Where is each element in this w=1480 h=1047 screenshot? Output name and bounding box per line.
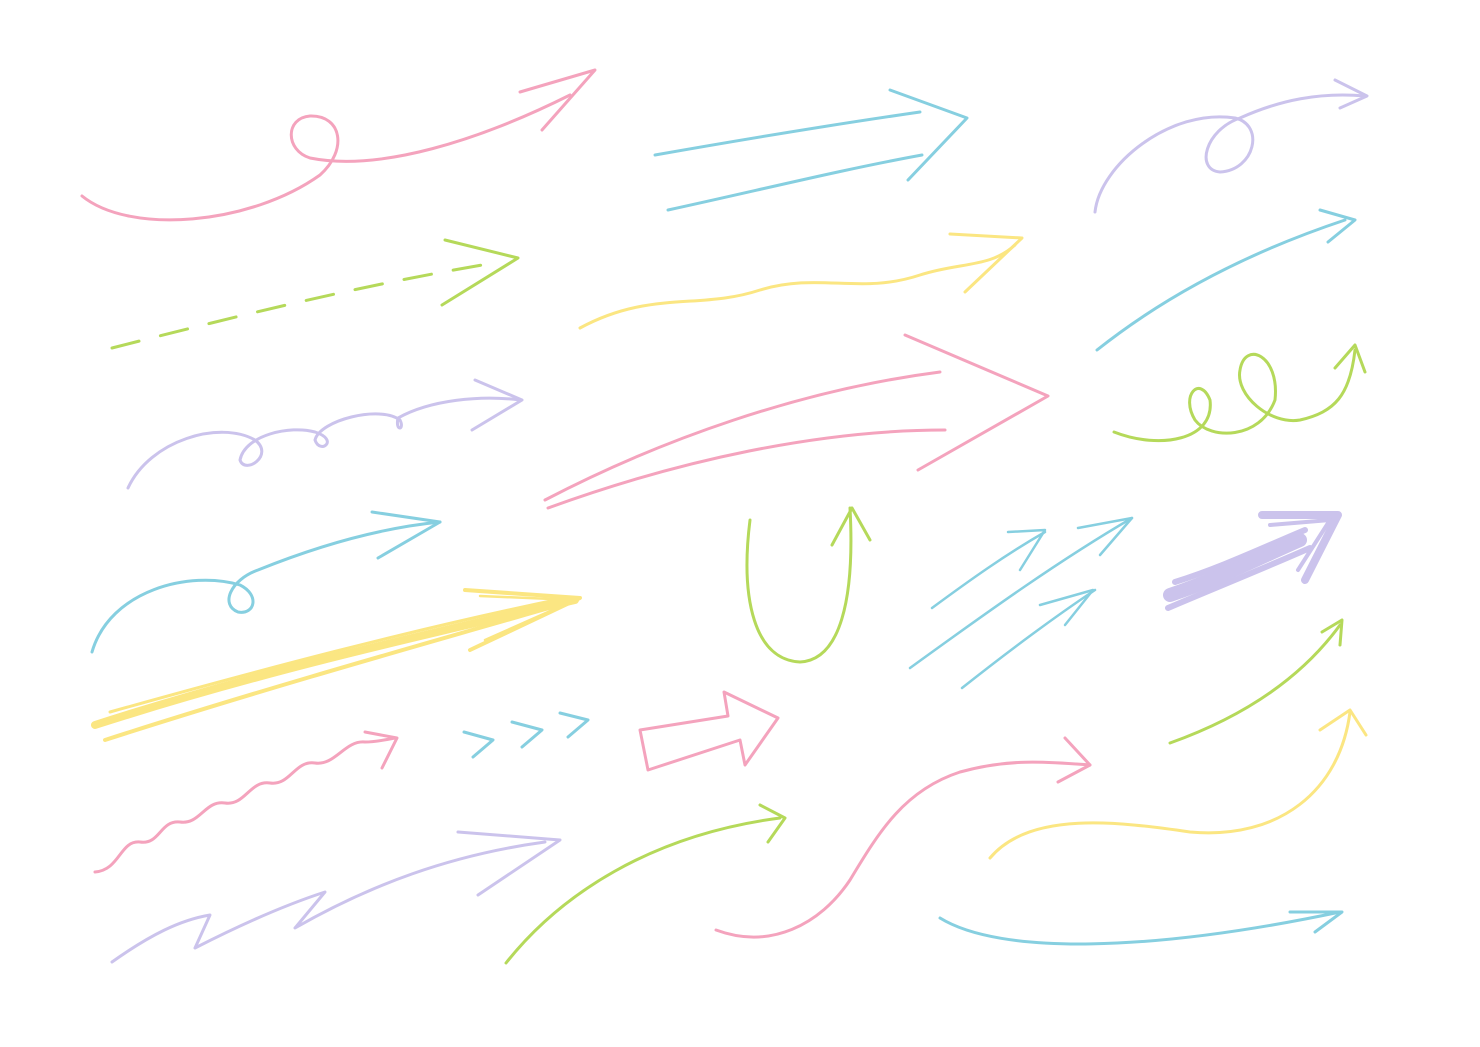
- yellow-brush-arrow-icon: [91, 588, 582, 742]
- green-u-turn-arrow-icon: [745, 506, 872, 664]
- blue-loop-arrow-icon: [90, 510, 442, 654]
- blue-curved-arrow-icon: [1095, 208, 1357, 352]
- green-dashed-arrow-icon: [110, 238, 520, 350]
- pink-block-arrow-icon: [638, 690, 780, 772]
- violet-lightning-arrow-icon: [110, 830, 562, 964]
- green-curved-arrow-icon: [1168, 618, 1344, 745]
- pink-loop-arrow-icon: [80, 68, 597, 222]
- pink-s-curve-arrow-icon: [714, 736, 1092, 939]
- violet-multi-loop-arrow-icon: [126, 378, 524, 490]
- violet-scribble-arrow-icon: [1163, 511, 1342, 611]
- violet-loop-arrow-icon: [1093, 78, 1369, 214]
- green-swoosh-arrow-icon: [504, 803, 787, 965]
- blue-chevrons-icon: [462, 711, 590, 759]
- pink-large-outline-arrow-icon: [543, 333, 1050, 510]
- blue-curved-arrow-icon: [938, 910, 1344, 946]
- blue-triple-arrows-icon: [908, 516, 1134, 690]
- blue-double-line-arrow-icon: [653, 88, 969, 212]
- yellow-wavy-arrow-icon: [578, 232, 1024, 330]
- pink-zigzag-arrow-icon: [93, 730, 399, 874]
- yellow-curved-arrow-icon: [988, 708, 1368, 860]
- green-spiral-arrow-icon: [1112, 343, 1367, 443]
